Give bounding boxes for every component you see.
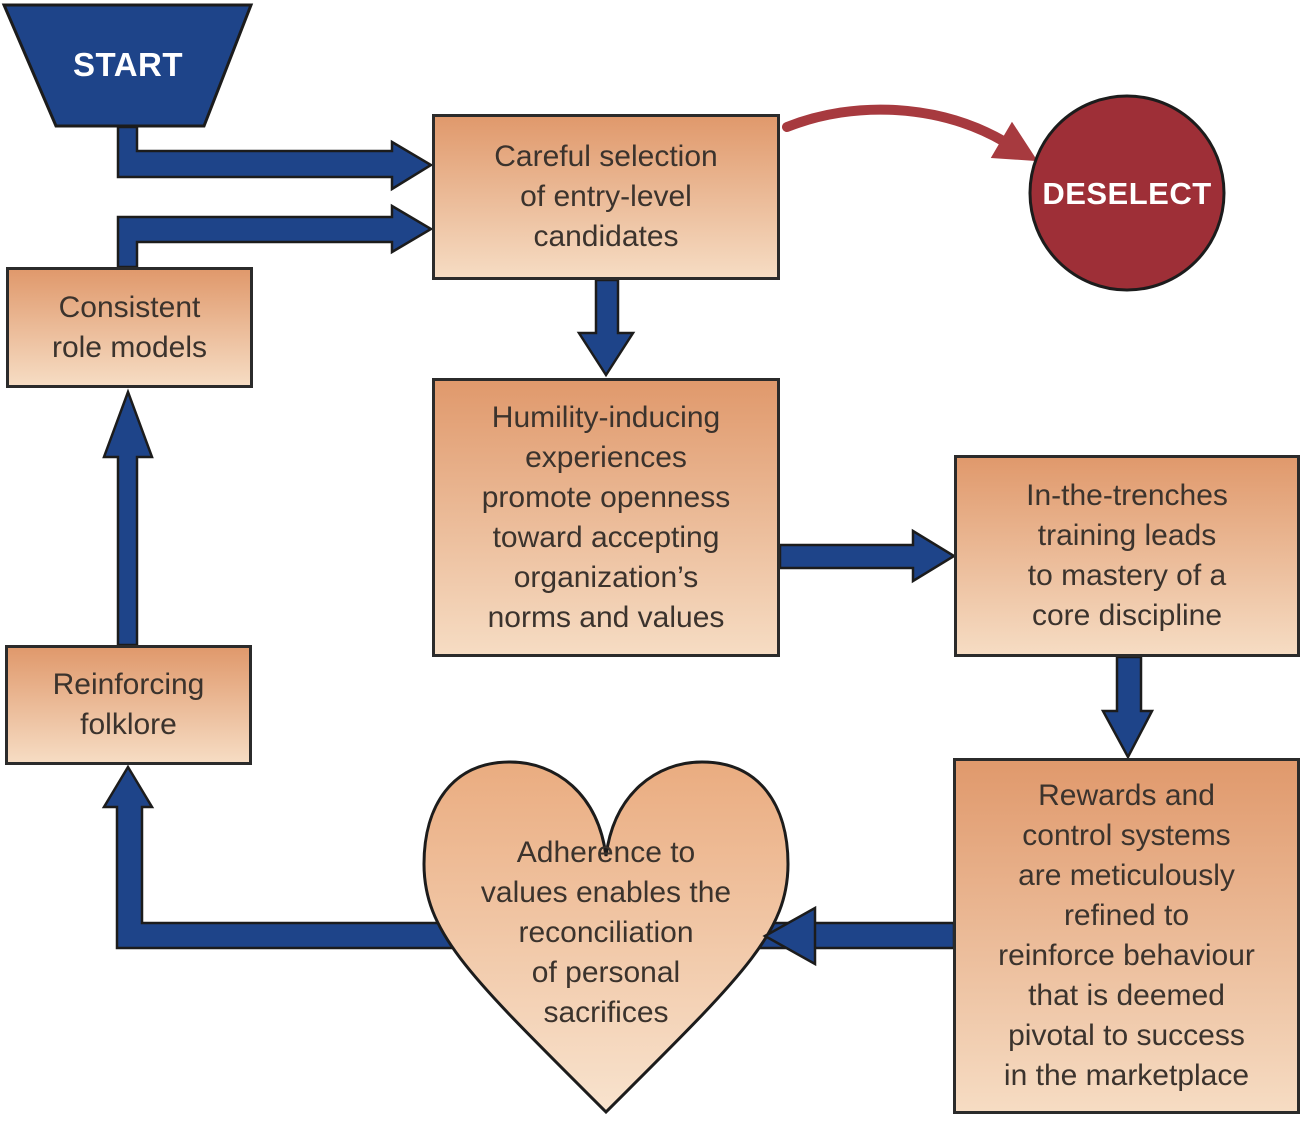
node-humility-experiences: Humility-inducing experiences promote op…: [432, 378, 780, 657]
arrow-rolemodels-to-selection: [116, 203, 434, 269]
node-rewards-control-systems: Rewards and control systems are meticulo…: [953, 758, 1300, 1114]
node-careful-selection: Careful selection of entry-level candida…: [432, 114, 780, 280]
adherence-heart-shape: [422, 760, 790, 1115]
arrow-humility-to-trenches: [778, 528, 957, 584]
arrow-trenches-to-rewards: [1100, 655, 1155, 760]
arrow-folklore-to-rolemodels: [102, 388, 154, 647]
deselect-label: DESELECT: [1042, 176, 1212, 211]
arrow-start-to-selection: [116, 125, 434, 192]
node-in-the-trenches: In-the-trenches training leads to master…: [954, 455, 1300, 657]
node-consistent-role-models: Consistent role models: [6, 267, 253, 388]
node-reinforcing-folklore: Reinforcing folklore: [5, 645, 252, 765]
start-trapezoid: [1, 3, 254, 128]
arrow-selection-to-humility: [576, 278, 636, 378]
adherence-heart-label: Adherence to values enables the reconcil…: [480, 836, 732, 1029]
deselect-circle: [1028, 94, 1226, 292]
arrow-rewards-to-heart-head: [762, 905, 817, 967]
start-label: START: [72, 46, 184, 83]
red-deselect-arrow: [782, 104, 1038, 162]
